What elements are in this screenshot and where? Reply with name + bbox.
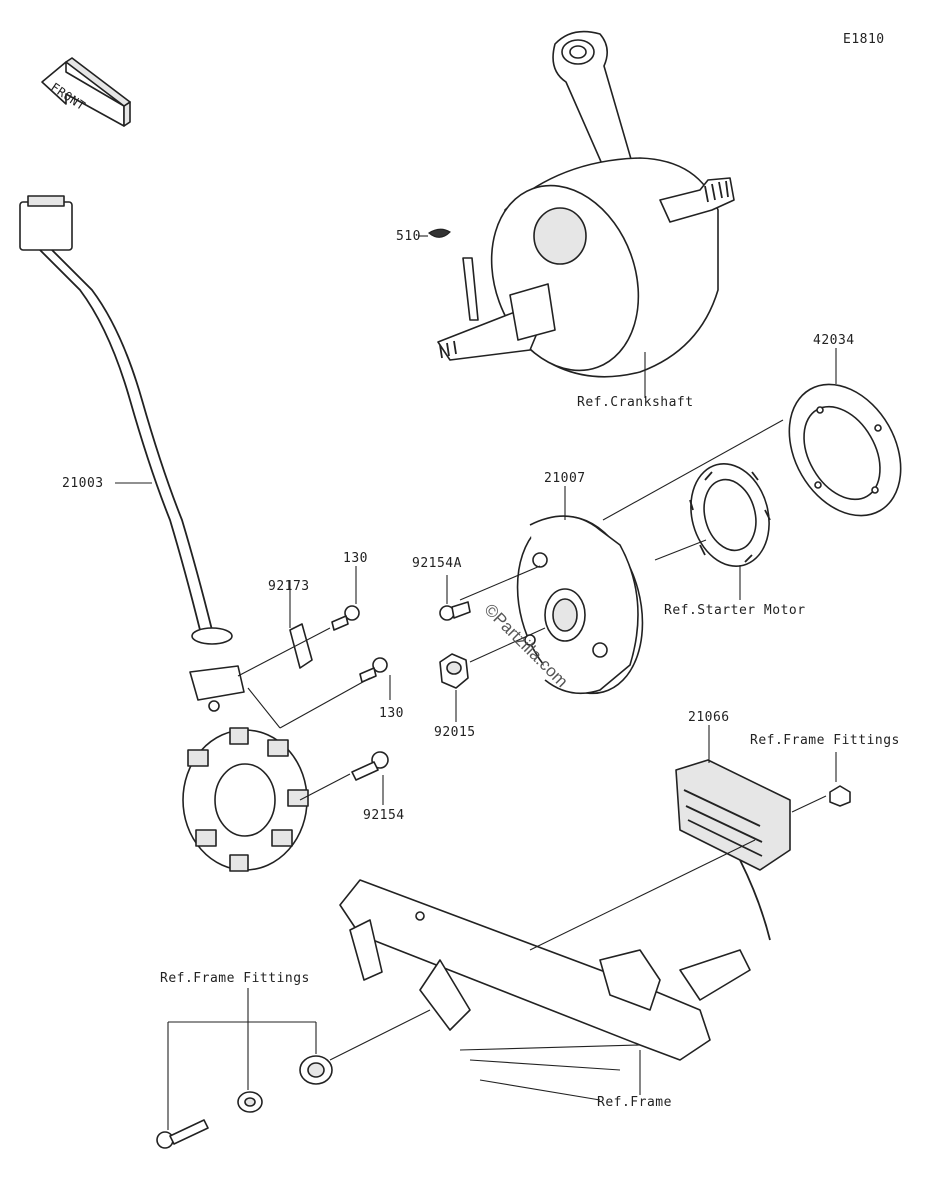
- part-label-130-bottom[interactable]: 130: [379, 706, 404, 721]
- front-arrow-icon: [41, 57, 131, 127]
- stator-harness-illustration: [19, 195, 245, 712]
- nut-illustration: [439, 653, 469, 689]
- part-label-92015[interactable]: 92015: [434, 725, 476, 740]
- part-label-130-top[interactable]: 130: [343, 551, 368, 566]
- bolt-130-bottom-illustration: [359, 657, 388, 683]
- part-label-510[interactable]: 510: [396, 229, 421, 244]
- ref-frame-fittings-right-label[interactable]: Ref.Frame Fittings: [750, 733, 900, 748]
- rotor-illustration: [516, 515, 644, 695]
- leader-lines: [115, 235, 837, 1130]
- crankshaft-illustration: [427, 30, 735, 378]
- starter-clutch-illustration: [689, 463, 771, 567]
- regulator-illustration: [675, 759, 851, 1001]
- clamp-illustration: [289, 623, 313, 669]
- part-label-92173[interactable]: 92173: [268, 579, 310, 594]
- ref-frame-label[interactable]: Ref.Frame: [597, 1095, 672, 1110]
- ref-crankshaft-label[interactable]: Ref.Crankshaft: [577, 395, 694, 410]
- gasket-illustration: [788, 383, 902, 517]
- stator-bolt-illustration: [351, 751, 389, 781]
- rotor-bolt-illustration: [439, 601, 471, 621]
- part-label-92154a[interactable]: 92154A: [412, 556, 462, 571]
- part-label-21066[interactable]: 21066: [688, 710, 730, 725]
- part-label-21007[interactable]: 21007: [544, 471, 586, 486]
- bolt-130-top-illustration: [331, 605, 360, 631]
- ref-frame-fittings-left-label[interactable]: Ref.Frame Fittings: [160, 971, 310, 986]
- ref-starter-motor-label[interactable]: Ref.Starter Motor: [664, 603, 806, 618]
- frame-illustration: [339, 879, 711, 1101]
- stator-illustration: [182, 727, 309, 872]
- part-label-21003[interactable]: 21003: [62, 476, 104, 491]
- diagram-id: E1810: [843, 32, 885, 47]
- part-label-92154[interactable]: 92154: [363, 808, 405, 823]
- part-label-42034[interactable]: 42034: [813, 333, 855, 348]
- frame-fittings-illustration: [156, 1055, 333, 1149]
